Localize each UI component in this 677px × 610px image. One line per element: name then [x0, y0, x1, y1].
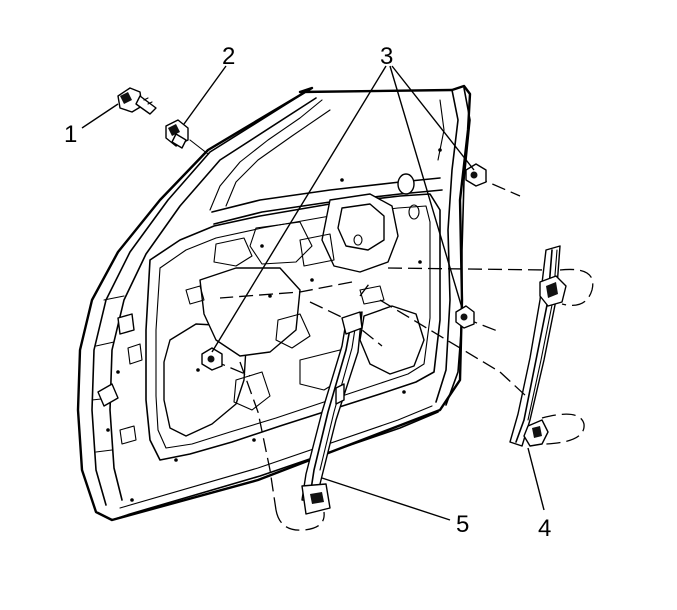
callout-1: 1 — [64, 121, 77, 148]
callout-3: 3 — [380, 43, 393, 70]
rear-window-channel-4 — [499, 245, 594, 447]
front-window-channel-5 — [275, 311, 363, 531]
callout-labels: 1 2 3 4 5 — [64, 43, 551, 542]
door-inner-panel — [76, 84, 472, 522]
nut-3c — [201, 347, 223, 371]
callout-4: 4 — [538, 515, 551, 542]
leader-lines — [81, 65, 545, 521]
nut-3a — [465, 163, 487, 187]
callout-5: 5 — [456, 511, 469, 538]
panel-access-openings — [163, 173, 425, 437]
bolt-1 — [117, 87, 157, 115]
nut-3b — [455, 305, 475, 329]
callout-2: 2 — [222, 43, 235, 70]
clip-2 — [165, 119, 209, 155]
